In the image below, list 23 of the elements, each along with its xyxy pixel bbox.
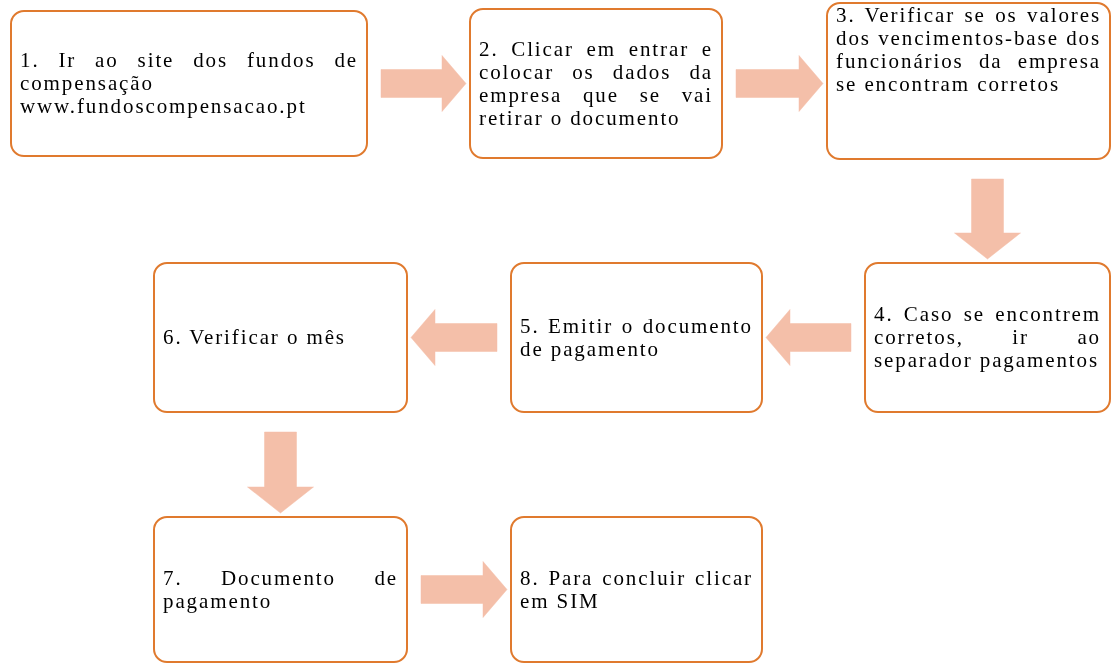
step-text: 2. Clicar em entrar e colocar os dados da empresa que se vai retirar o documento: [479, 37, 713, 130]
process-box: [469, 8, 723, 159]
block-arrow: [410, 309, 498, 366]
step-text: 5. Emitir o documento de pagamento: [520, 314, 753, 361]
block-arrow: [765, 309, 852, 366]
block-arrow: [420, 561, 508, 618]
process-box: [510, 262, 763, 413]
block-arrow: [954, 178, 1021, 260]
step-text: 1. Ir ao site dos fundos de compensação www.fundoscompensacao.pt: [20, 49, 358, 118]
step-text: 7. Documento de pagamento: [163, 566, 398, 613]
process-box: [10, 10, 368, 157]
process-box: [153, 262, 408, 413]
step-text: 3. Verificar se os valores dos vencimentos-base dos funcionários da empresa se encontram corretos: [836, 4, 1101, 96]
step-text: 8. Para concluir clicar em SIM: [520, 566, 753, 613]
process-box: [510, 516, 763, 663]
process-box: [153, 516, 408, 663]
process-box: [864, 262, 1111, 413]
step-text: 4. Caso se encontrem corretos, ir ao separador pagamentos: [874, 303, 1101, 372]
step-text: 6. Verificar o mês: [163, 326, 347, 349]
block-arrow: [735, 55, 824, 112]
block-arrow: [247, 431, 314, 514]
process-box: [826, 2, 1111, 160]
block-arrow: [380, 55, 467, 112]
